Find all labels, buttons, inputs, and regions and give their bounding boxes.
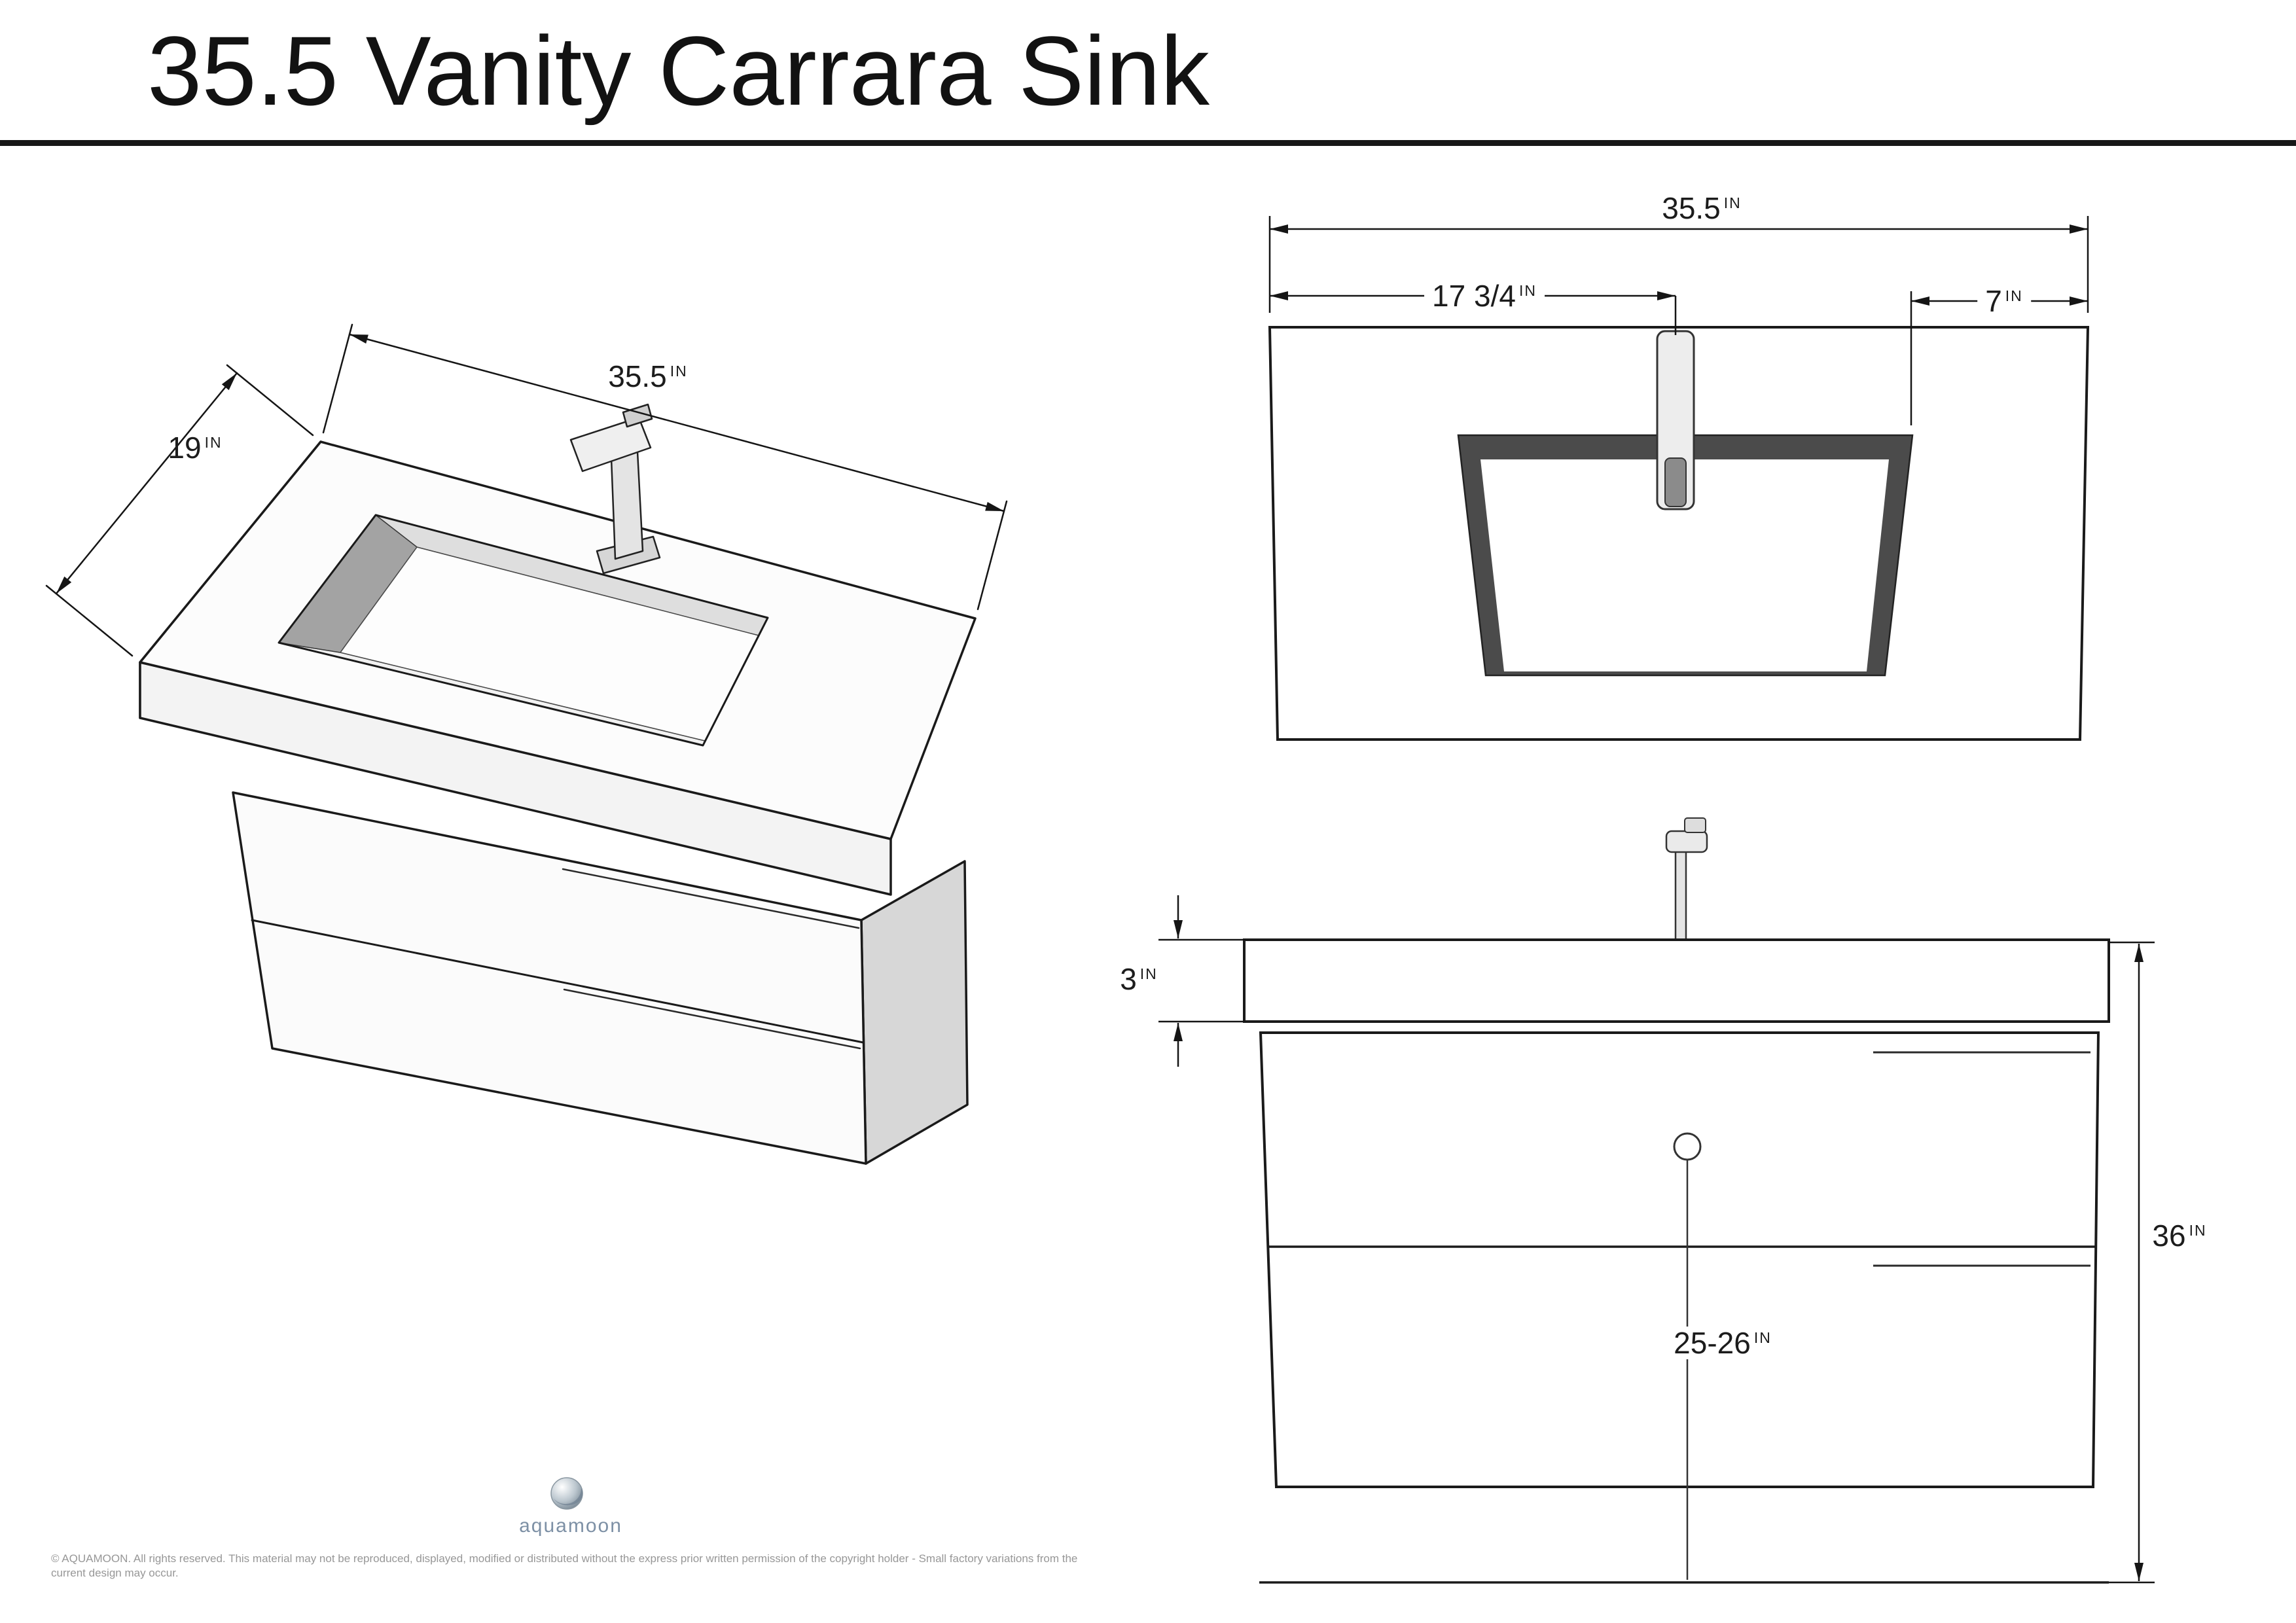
copyright-line-2: current design may occur. [51,1567,179,1579]
extension-line [322,323,353,434]
logo-wordmark: aquamoon [519,1515,622,1537]
front-faucet-handle [1684,817,1706,833]
front-counter-height-value: 3 [1120,962,1137,996]
iso-drawer-divider [251,919,865,1044]
dimension-line [348,333,1005,512]
top-basin-outline [1457,434,1914,677]
iso-basin-rim [278,514,769,747]
front-counter-slab [1243,938,2110,1023]
front-faucet-head [1665,830,1708,853]
iso-depth-unit: IN [204,434,223,451]
aquamoon-logo [550,1477,583,1510]
front-drain-height-value: 25-26 [1674,1326,1751,1360]
iso-width-unit: IN [670,363,688,380]
extension-line [45,584,134,657]
dimension-line [55,372,238,595]
copyright-line-1: © AQUAMOON. All rights reserved. This ma… [51,1552,1078,1565]
iso-cabinet-front [232,791,867,1165]
iso-lower-drawer-handle [563,988,861,1050]
iso-depth-value: 19 [168,431,202,465]
front-cabinet [1259,1031,2100,1488]
iso-faucet-body [610,450,644,560]
top-overall-width-value: 35.5 [1662,191,1721,225]
iso-width-dimension [322,323,1008,611]
logo-swirl [554,1488,583,1506]
iso-sink-basin [278,514,769,747]
top-faucet-center-unit: IN [1518,282,1537,299]
title-underline [0,140,2296,146]
front-counter-height-unit: IN [1139,965,1158,982]
extension-line [977,500,1008,611]
top-view [1268,216,2090,741]
iso-width-value: 35.5 [608,359,667,393]
front-total-height-value: 36 [2152,1219,2186,1253]
front-total-height-unit: IN [2189,1222,2207,1239]
top-basin-to-edge-unit: IN [2005,287,2023,304]
top-basin-to-edge-value: 7 [1985,284,2002,318]
page-title: 35.5 Vanity Carrara Sink [147,16,1210,126]
iso-depth-dimension [45,364,314,657]
top-faucet-tip [1664,457,1687,507]
front-faucet-stem [1674,849,1687,944]
iso-cabinet-right-side [860,860,969,1165]
top-faucet-center-value: 17 3/4 [1432,279,1516,313]
extension-line [226,364,314,437]
top-basin-rim [1458,435,1912,675]
top-overall-width-unit: IN [1723,194,1742,211]
isometric-view [45,323,1008,1165]
front-drain-hole [1673,1132,1702,1161]
front-dimensions [1158,895,2155,1584]
front-view [1158,817,2155,1584]
iso-upper-drawer-handle [562,868,860,929]
front-drain-height-unit: IN [1753,1329,1772,1346]
